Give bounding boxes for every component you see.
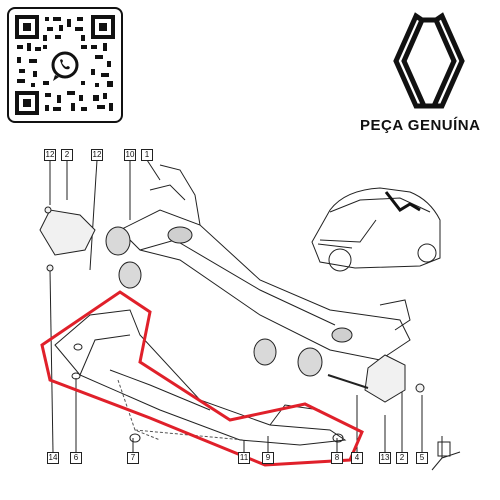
rear-axle-diagram: [39, 159, 461, 471]
axis-gizmo-icon: [431, 436, 461, 471]
callout-8: 8: [331, 452, 343, 464]
callout-6: 6: [70, 452, 82, 464]
callout-9: 9: [262, 452, 274, 464]
callout-4: 4: [351, 452, 363, 464]
bushings: [105, 226, 353, 377]
renault-logo-icon: [393, 12, 465, 109]
whatsapp-icon: [49, 49, 81, 81]
callout-14: 14: [47, 452, 59, 464]
callout-11: 11: [238, 452, 250, 464]
brackets: [39, 206, 425, 403]
axle-beam: [119, 164, 411, 361]
qr-code[interactable]: [7, 7, 123, 123]
genuine-part-label: PEÇA GENUÍNA: [360, 117, 481, 134]
callout-10: 10: [124, 149, 136, 161]
highlight-outline: [40, 290, 364, 467]
callout-1: 1: [141, 149, 153, 161]
callout-2b: 2: [396, 452, 408, 464]
underbody-shield: [54, 309, 347, 446]
car-illustration: [311, 187, 441, 272]
callout-13: 13: [379, 452, 391, 464]
callout-7: 7: [127, 452, 139, 464]
callout-12: 12: [44, 149, 56, 161]
callout-12b: 12: [91, 149, 103, 161]
qr-pattern: [15, 15, 115, 115]
callout-2: 2: [61, 149, 73, 161]
callout-5: 5: [416, 452, 428, 464]
